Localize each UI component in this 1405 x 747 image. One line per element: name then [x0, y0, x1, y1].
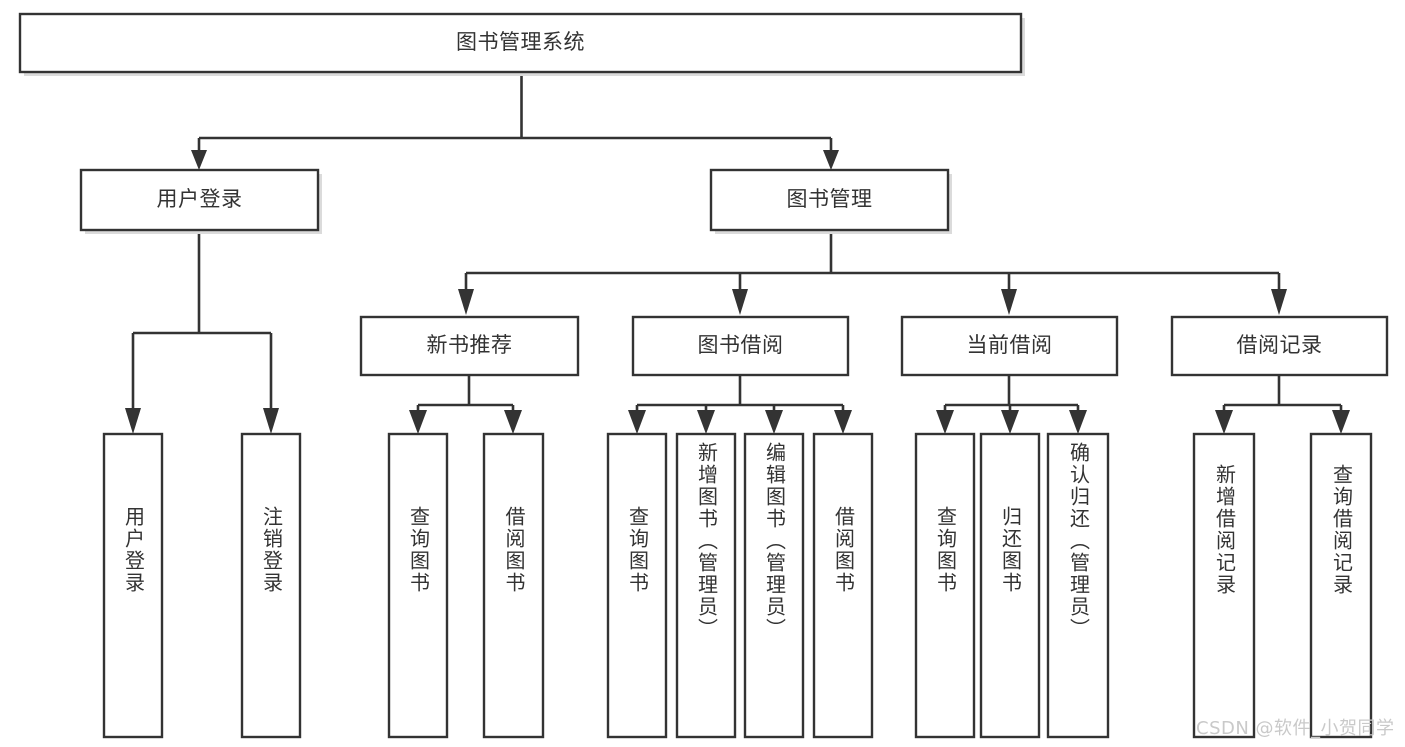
arrow-head-book-manage — [823, 150, 839, 170]
box-root[interactable] — [18, 12, 1023, 74]
box-leaf-query-book-2[interactable] — [606, 432, 668, 739]
arrow-head-leaf-borrow-book-2 — [834, 410, 852, 434]
arrow-head-new-book-recommend — [458, 289, 474, 315]
box-leaf-confirm-return[interactable] — [1046, 432, 1110, 739]
connectors-layer — [125, 76, 1350, 434]
arrow-head-leaf-query-book-3 — [936, 410, 954, 434]
arrow-head-leaf-query-book-2 — [628, 410, 646, 434]
box-leaf-logout-login[interactable] — [240, 432, 302, 739]
box-leaf-edit-book[interactable] — [743, 432, 805, 739]
box-user-login[interactable] — [79, 168, 320, 232]
arrow-head-book-borrow — [732, 289, 748, 315]
box-leaf-query-book-3[interactable] — [914, 432, 976, 739]
box-current-borrow[interactable] — [900, 315, 1119, 377]
arrow-head-leaf-add-book — [697, 410, 715, 434]
arrow-head-borrow-record — [1271, 289, 1287, 315]
box-leaf-borrow-book-1[interactable] — [482, 432, 545, 739]
arrow-head-leaf-query-record — [1332, 410, 1350, 434]
arrow-head-user-login — [191, 150, 207, 170]
box-leaf-add-book[interactable] — [675, 432, 737, 739]
arrow-head-leaf-logout-login — [263, 408, 279, 434]
boxes-layer — [18, 12, 1389, 739]
arrow-head-leaf-add-record — [1215, 410, 1233, 434]
box-leaf-query-record[interactable] — [1309, 432, 1373, 739]
arrow-head-leaf-user-login — [125, 408, 141, 434]
box-new-book-recommend[interactable] — [359, 315, 580, 377]
box-leaf-borrow-book-2[interactable] — [812, 432, 874, 739]
box-leaf-query-book-1[interactable] — [387, 432, 449, 739]
arrow-head-leaf-borrow-book-1 — [504, 410, 522, 434]
box-borrow-record[interactable] — [1170, 315, 1389, 377]
arrow-head-leaf-query-book-1 — [409, 410, 427, 434]
arrow-head-leaf-edit-book — [765, 410, 783, 434]
box-book-manage[interactable] — [709, 168, 950, 232]
box-leaf-user-login[interactable] — [102, 432, 164, 739]
arrow-head-leaf-confirm-return — [1069, 410, 1087, 434]
box-leaf-return-book[interactable] — [979, 432, 1041, 739]
box-leaf-add-record[interactable] — [1192, 432, 1256, 739]
arrow-head-current-borrow — [1001, 289, 1017, 315]
box-book-borrow[interactable] — [631, 315, 850, 377]
arrow-head-leaf-return-book — [1001, 410, 1019, 434]
